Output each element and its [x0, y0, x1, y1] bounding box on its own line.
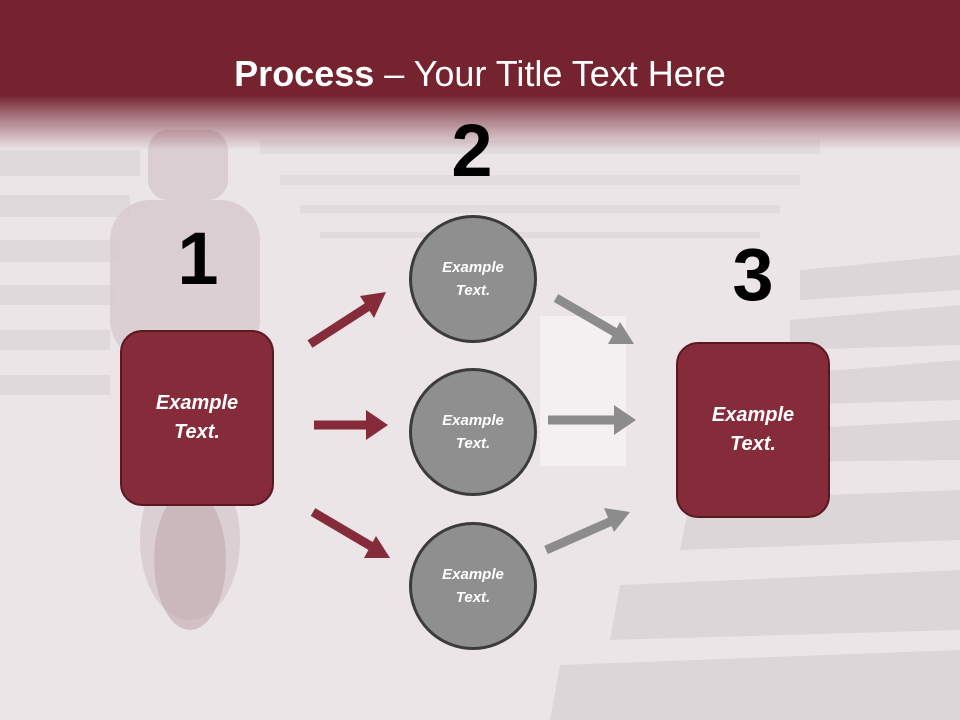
slide-title: Process – Your Title Text Here	[0, 52, 960, 96]
step-number-2: 2	[451, 109, 493, 192]
arrow-red-down	[310, 508, 390, 558]
title-rest: – Your Title Text Here	[374, 53, 726, 94]
right-box-text: Example Text.	[711, 404, 795, 455]
step-number-3: 3	[732, 233, 774, 316]
arrow-red-up	[307, 292, 386, 348]
arrow-red-middle	[314, 410, 388, 440]
circle-top-text: Example Text.	[442, 259, 504, 299]
arrow-gray-bottom	[544, 508, 630, 555]
circle-middle: Example Text.	[409, 368, 537, 496]
left-box-text: Example Text.	[155, 392, 239, 443]
arrow-gray-top	[553, 294, 634, 344]
right-process-box: Example Text.	[676, 342, 830, 518]
circle-middle-text: Example Text.	[442, 412, 504, 452]
circle-bottom-text: Example Text.	[442, 566, 504, 606]
left-process-box: Example Text.	[120, 330, 274, 506]
circle-top: Example Text.	[409, 215, 537, 343]
arrow-gray-middle	[548, 405, 636, 435]
title-bold: Process	[234, 53, 375, 94]
step-number-1: 1	[177, 217, 219, 300]
header-band	[0, 0, 960, 150]
circle-bottom: Example Text.	[409, 522, 537, 650]
